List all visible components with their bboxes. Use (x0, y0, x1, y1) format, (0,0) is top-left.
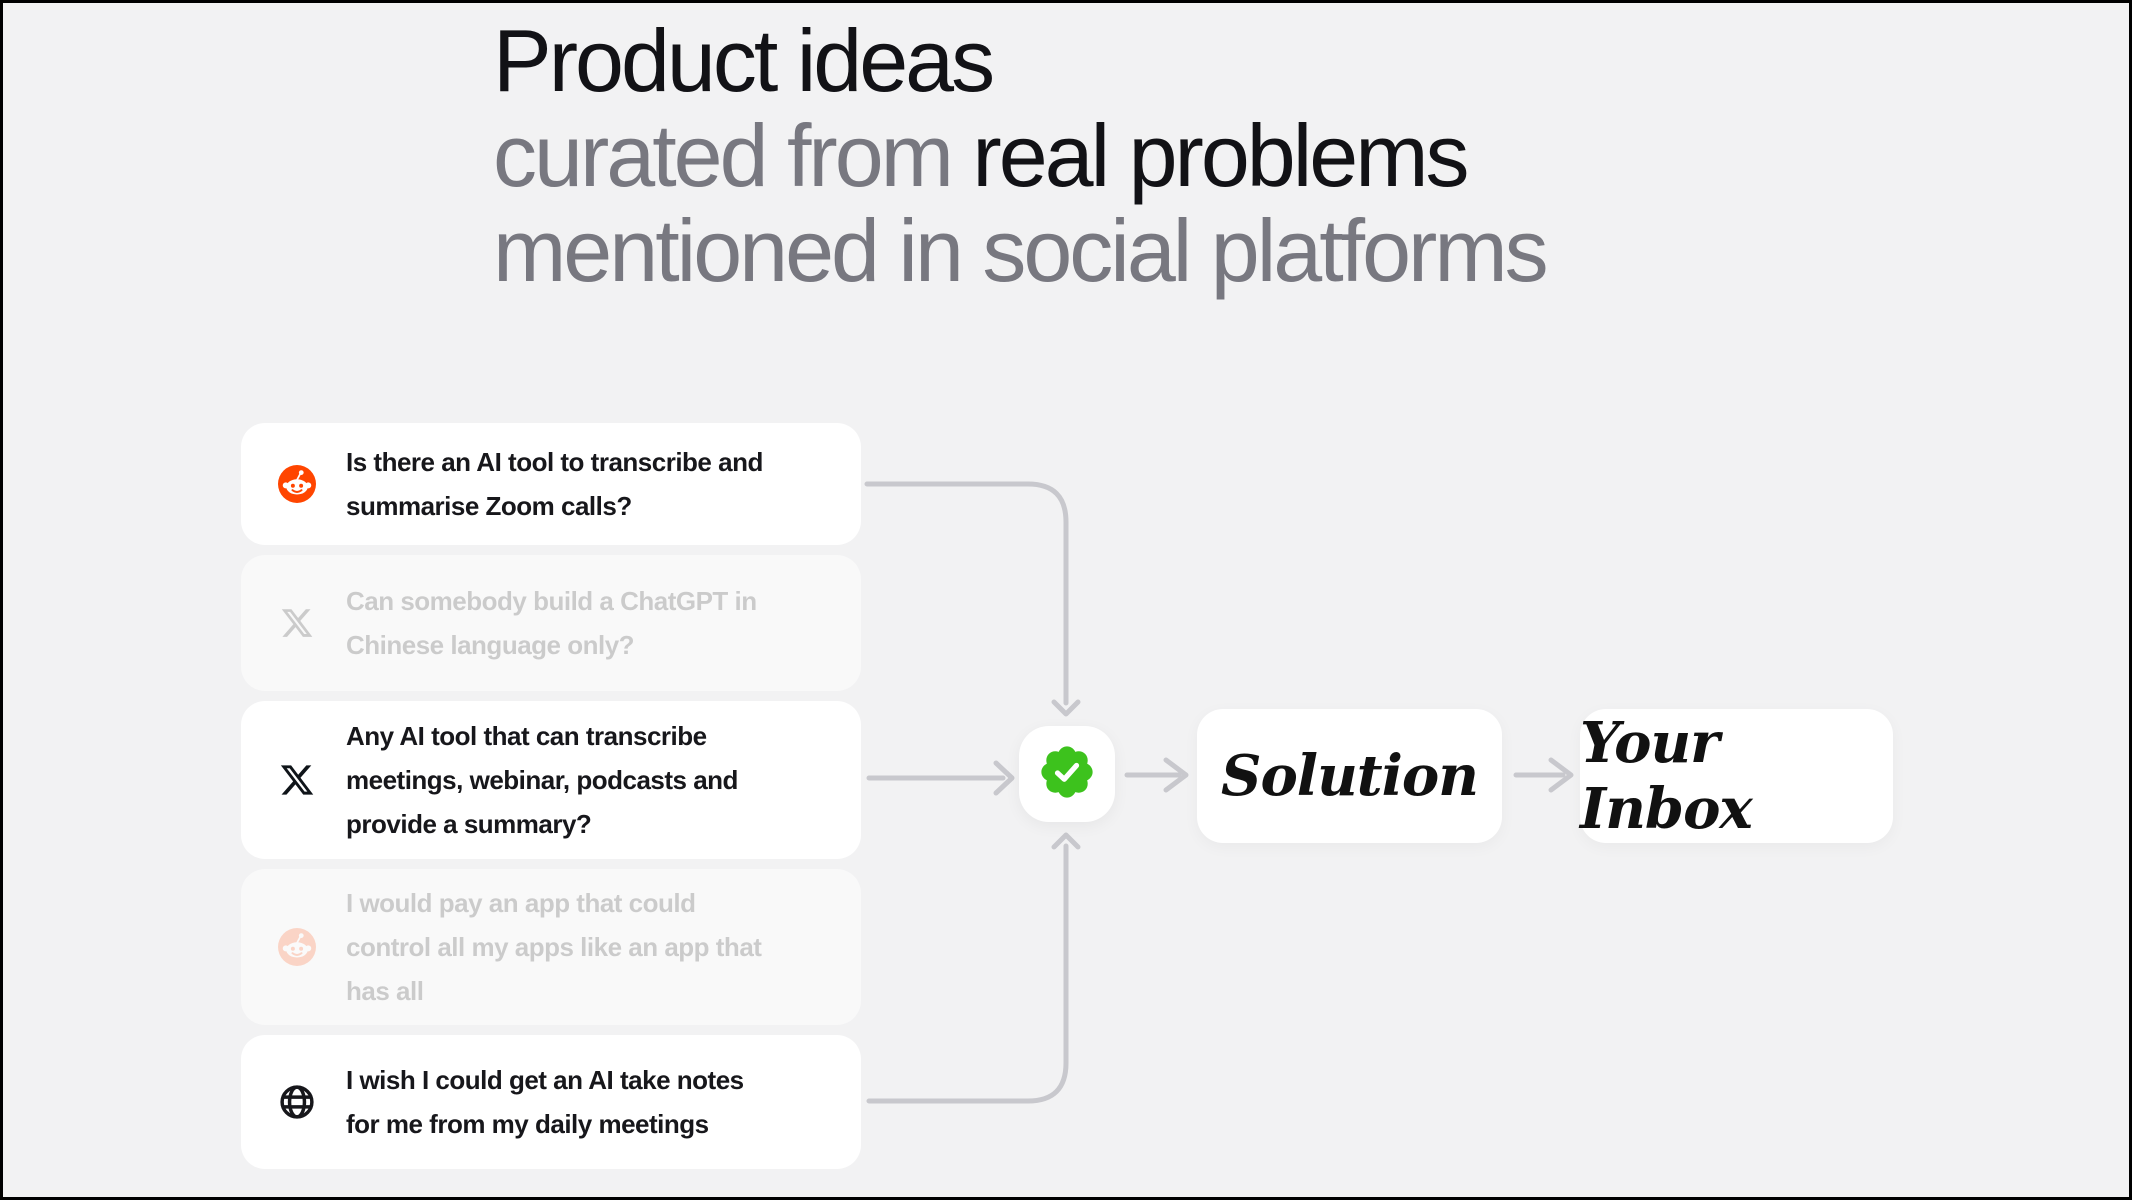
post-card-reddit-faded: I would pay an app that could control al… (241, 869, 861, 1025)
post-card-reddit-1: Is there an AI tool to transcribe and su… (241, 423, 861, 545)
title-line2-dark: real problems (972, 106, 1469, 205)
globe-icon (278, 1083, 316, 1121)
post-card-x-2: Any AI tool that can transcribe meetings… (241, 701, 861, 859)
connector-bottom-card-to-badge (866, 843, 1069, 1104)
verified-check-icon (1037, 742, 1097, 807)
arrowhead-up (1051, 832, 1081, 850)
connector-top-card-to-badge (864, 481, 1069, 706)
arrowhead-right-1 (993, 760, 1015, 796)
arrowhead-right-2 (1163, 757, 1189, 793)
post-text: I wish I could get an AI take notes for … (346, 1065, 744, 1139)
inbox-label: Your Inbox (1580, 710, 1753, 842)
arrowhead-down (1051, 699, 1081, 717)
post-text: I would pay an app that could control al… (346, 888, 762, 1006)
x-twitter-icon (278, 761, 316, 799)
title-line1: Product ideas (493, 11, 995, 110)
solution-label: Solution (1221, 743, 1479, 809)
title-line3: mentioned in social platforms (493, 201, 1549, 300)
post-text: Is there an AI tool to transcribe and su… (346, 447, 763, 521)
inbox-card: Your Inbox (1580, 709, 1893, 843)
social-posts-column: Is there an AI tool to transcribe and su… (241, 423, 861, 1169)
arrowhead-right-3 (1548, 757, 1574, 793)
post-card-web: I wish I could get an AI take notes for … (241, 1035, 861, 1169)
x-twitter-icon (278, 604, 316, 642)
post-text: Any AI tool that can transcribe meetings… (346, 721, 738, 839)
title-line2-gray: curated from (493, 106, 973, 205)
solution-card: Solution (1197, 709, 1502, 843)
reddit-icon (278, 465, 316, 503)
post-card-x-faded: Can somebody build a ChatGPT in Chinese … (241, 555, 861, 691)
reddit-icon (278, 928, 316, 966)
post-text: Can somebody build a ChatGPT in Chinese … (346, 586, 757, 660)
verified-badge (1019, 726, 1115, 822)
